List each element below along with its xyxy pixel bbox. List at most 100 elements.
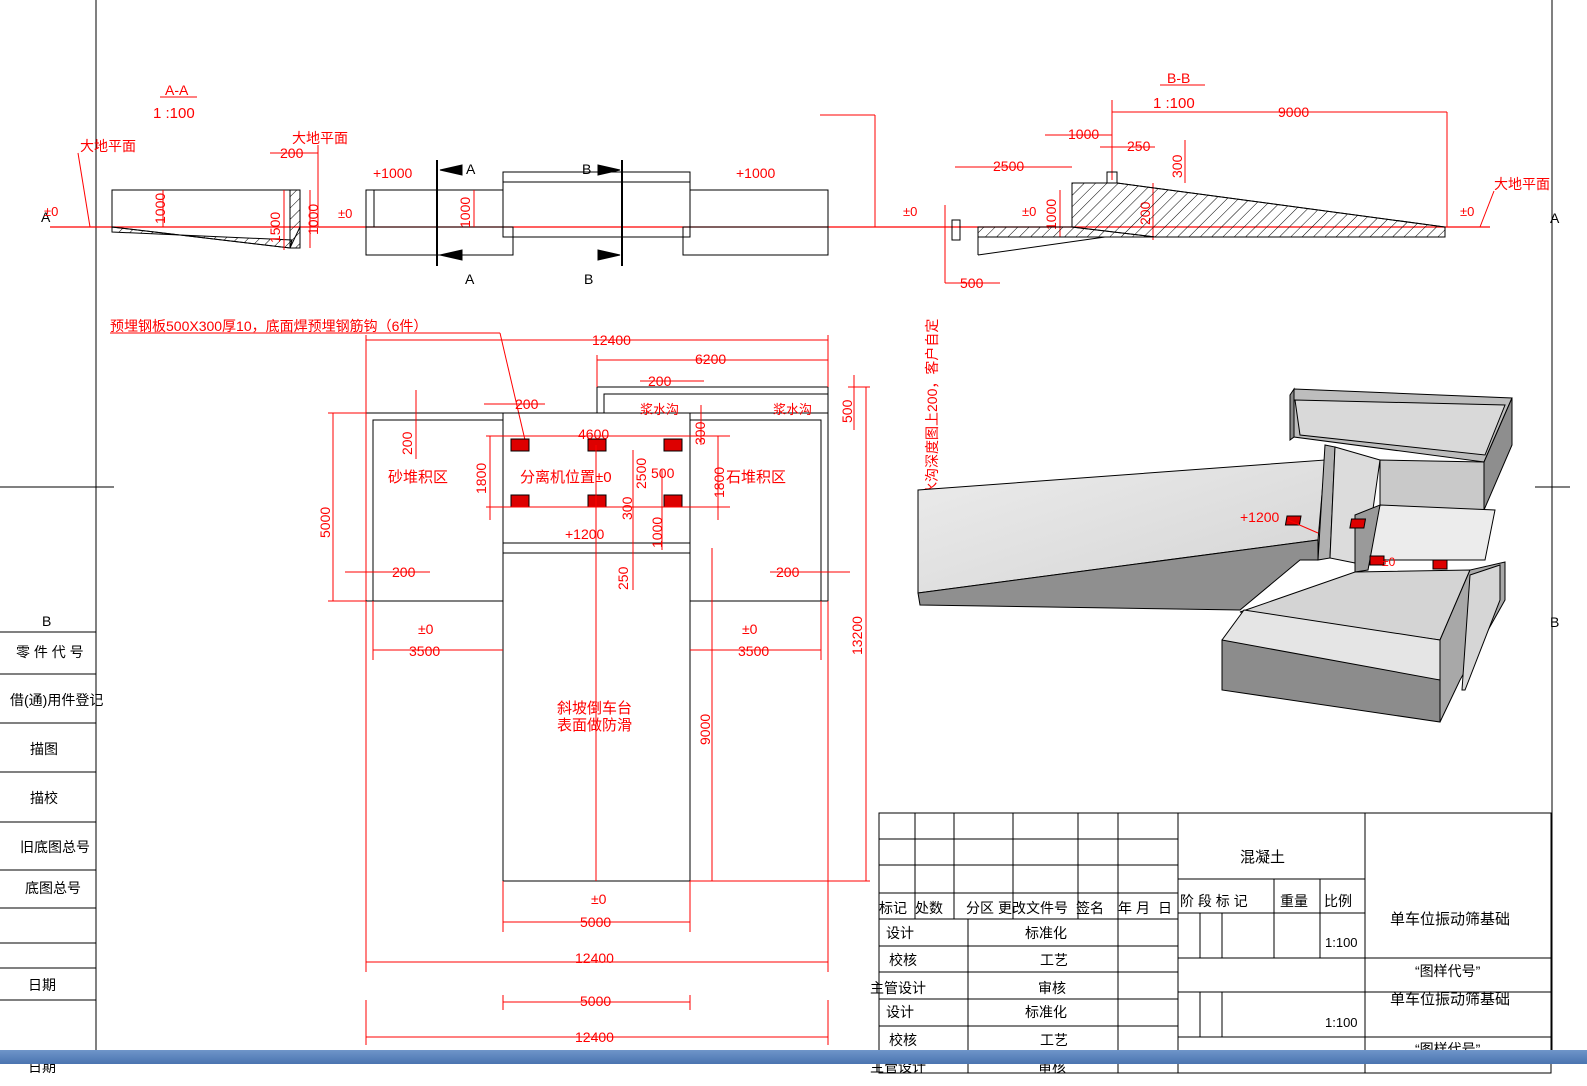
plan-dim-12400-top: 12400 — [592, 332, 631, 348]
zero-aa-left: ±0 — [44, 204, 58, 219]
bb-dim-500: 500 — [960, 275, 984, 291]
plan-dim-1000: 1000 — [649, 517, 665, 548]
plan-dim-12400-bottom: 12400 — [575, 950, 614, 966]
plan-dim-500-a: 500 — [651, 465, 675, 481]
tb-col-year: 年 — [1118, 900, 1132, 916]
section-bb: B-B 1 :100 9000 1000 250 2500 300 200 10… — [900, 70, 1550, 510]
plan-dim-200-a: 200 — [648, 373, 672, 389]
elevation-labels: A A B B +1000 +1000 1000 — [373, 114, 876, 287]
ramp-label-2: 表面做防滑 — [557, 717, 632, 734]
bb-vertical-note: 浆水沟深度图上200，客户自定 — [924, 319, 940, 510]
section-aa-scale: 1 :100 — [153, 105, 195, 122]
tb-standard-2: 标准化 — [1025, 1004, 1067, 1020]
label-sand-zone: 砂堆积区 — [388, 469, 448, 486]
iso-plate — [1284, 515, 1302, 526]
panel-letter-b: B — [42, 613, 51, 629]
embed-plate — [510, 494, 530, 508]
tb-col-sign: 签名 — [1076, 900, 1104, 916]
plan-dim-12400-low: 12400 — [575, 1029, 614, 1045]
label-slurry-2: 浆水沟 — [773, 402, 812, 417]
plan-dim-1800-b: 1800 — [711, 467, 727, 498]
plan-dim-5000-low: 5000 — [580, 993, 611, 1009]
isometric-view — [917, 387, 1513, 723]
bb-dim-1000v: 1000 — [1043, 199, 1059, 230]
plan-dim-6200: 6200 — [695, 351, 726, 367]
tb-col-change: 更改文件号 — [998, 900, 1068, 916]
plan-dim-200-d: 200 — [392, 564, 416, 580]
tb-weight: 重量 — [1280, 893, 1308, 909]
elev-plus-right: +1000 — [736, 165, 776, 181]
right-letter-b: B — [1550, 614, 1559, 630]
bb-dim-1000: 1000 — [1068, 126, 1099, 142]
bb-zero-a: ±0 — [903, 204, 917, 219]
section-bb-scale: 1 :100 — [1153, 95, 1195, 112]
right-letter-a: A — [1550, 210, 1560, 226]
plan-zero-2: ±0 — [742, 621, 758, 637]
bb-dim-9000: 9000 — [1278, 104, 1309, 120]
cut-b-top: B — [582, 161, 591, 177]
tb-check: 校核 — [889, 952, 917, 968]
ramp-label-1: 斜坡倒车台 — [557, 700, 632, 717]
tb-col-month: 月 — [1136, 900, 1150, 916]
iso-plate — [1432, 559, 1448, 570]
tb-col-mark: 标记 — [879, 900, 907, 916]
label-slurry-1: 浆水沟 — [640, 402, 679, 417]
tb-ratio-2: 1:100 — [1325, 1015, 1358, 1030]
tb-stage: 阶 段 标 记 — [1180, 893, 1248, 909]
embed-plate — [510, 438, 530, 452]
sheet-borders — [0, 0, 1570, 1050]
plan-dim-3500-a: 3500 — [409, 643, 440, 659]
plan-zero-3: ±0 — [591, 891, 607, 907]
plan-dim-1800-a: 1800 — [473, 463, 489, 494]
tb-ratio: 1:100 — [1325, 935, 1358, 950]
base-total-label: 底图总号 — [25, 880, 81, 896]
plan-dim-250: 250 — [615, 566, 631, 590]
elev-plus-left: +1000 — [373, 165, 413, 181]
plan-dim-5000-h: 5000 — [580, 914, 611, 930]
elev-dim-1000: 1000 — [457, 197, 473, 228]
iso-plate — [1369, 555, 1385, 566]
dim-aa-1000a: 1000 — [152, 193, 168, 224]
embed-plate — [663, 494, 683, 508]
plan-dim-9000: 9000 — [697, 714, 713, 745]
plan-dim-13200: 13200 — [849, 616, 865, 655]
dim-aa-1000b: 1000 — [305, 204, 321, 235]
bb-dim-2500: 2500 — [993, 158, 1024, 174]
label-stone-zone: 石堆积区 — [726, 469, 786, 486]
trace-check-label: 描校 — [30, 790, 58, 806]
label-plus1200: +1200 — [565, 526, 605, 542]
embed-plate — [587, 438, 607, 452]
dim-aa-1500: 1500 — [267, 212, 283, 243]
plan-dim-200-e: 200 — [776, 564, 800, 580]
tb-title-2: 单车位振动筛基础 — [1390, 991, 1510, 1008]
plan-dim-200-c: 200 — [399, 431, 415, 455]
section-bb-title: B-B — [1167, 70, 1190, 86]
date-label: 日期 — [28, 977, 56, 993]
plan-dim-200-b: 200 — [515, 396, 539, 412]
tb-material: 混凝土 — [1240, 849, 1285, 866]
plan-dim-2500: 2500 — [633, 458, 649, 489]
cut-a-top: A — [466, 161, 476, 177]
iso-label-zero: ±0 — [1382, 555, 1396, 569]
plan-dim-500-b: 500 — [839, 399, 855, 423]
tb-title: 单车位振动筛基础 — [1390, 911, 1510, 928]
tb-chief: 主管设计 — [870, 980, 926, 996]
elevation-view — [365, 160, 829, 266]
section-aa-title: A-A — [165, 82, 189, 98]
title-block-text: 混凝土 标记 处数 分区 更改文件号 签名 年 月 日 阶 段 标 记 重量 比… — [870, 849, 1510, 1075]
tb-craft-2: 工艺 — [1040, 1032, 1068, 1048]
plan-dim-4600: 4600 — [578, 426, 609, 442]
ground-label-aa-left: 大地平面 — [80, 138, 136, 154]
ground-label-aa-right: 大地平面 — [292, 130, 348, 146]
tb-craft: 工艺 — [1040, 952, 1068, 968]
taskbar-strip — [0, 1050, 1587, 1064]
embed-plate — [587, 494, 607, 508]
tb-drawing-code: “图样代号” — [1415, 963, 1481, 979]
tb-design-2: 设计 — [886, 1004, 914, 1020]
plan-view: 预埋钢板500X300厚10，底面焊预埋钢筋钩（6件） — [110, 318, 870, 1045]
tb-col-zone: 分区 — [966, 900, 994, 916]
tb-review: 审核 — [1038, 980, 1066, 996]
bb-dim-250: 250 — [1127, 138, 1151, 154]
dim-aa-200: 200 — [280, 145, 304, 161]
